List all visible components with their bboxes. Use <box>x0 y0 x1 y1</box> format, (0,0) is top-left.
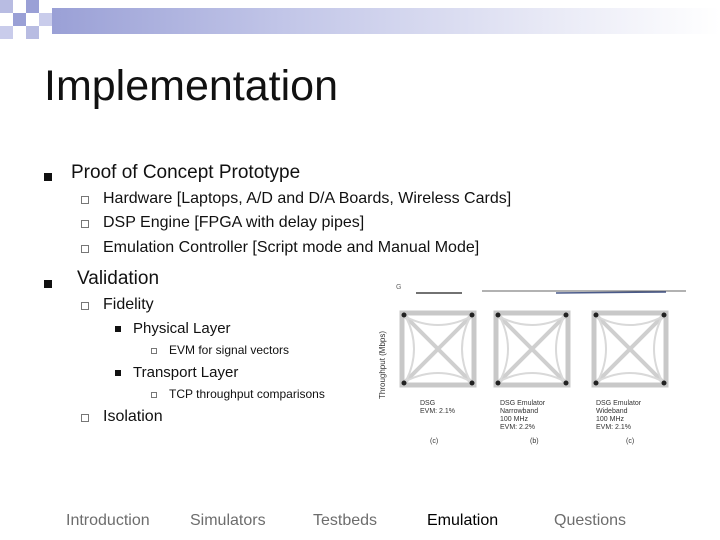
constellation-point <box>495 380 501 386</box>
decor-square <box>13 13 26 26</box>
header-decoration <box>0 0 720 44</box>
constellation-point <box>469 380 475 386</box>
panel-label-line: EVM: 2.1% <box>596 424 631 431</box>
constellation-point <box>495 312 501 318</box>
constellation-svg: G Throughput (Mbps) DSG EVM: 2.1% (c) <box>378 284 686 445</box>
plot-tick: G <box>396 284 401 291</box>
bullet-square <box>44 280 52 288</box>
panel-label-line: EVM: 2.2% <box>500 424 535 431</box>
constellation-point <box>593 312 599 318</box>
panel-traces <box>405 316 471 382</box>
nav-emulation[interactable]: Emulation <box>427 512 499 529</box>
panel-caption: (b) <box>530 438 539 445</box>
sub-bullet-box <box>81 196 89 204</box>
constellation-point <box>563 312 569 318</box>
decor-square <box>0 0 13 13</box>
decor-square <box>26 0 39 13</box>
detail-bullet-box <box>151 348 157 354</box>
decor-square <box>39 13 52 26</box>
bullet-square <box>115 326 121 332</box>
panel-traces <box>597 316 663 382</box>
panel-label-line: EVM: 2.1% <box>420 408 455 415</box>
nav-simulators[interactable]: Simulators <box>190 512 266 529</box>
panel-frame <box>591 310 669 388</box>
constellation-figure: G Throughput (Mbps) DSG EVM: 2.1% (c) <box>376 283 688 453</box>
panel-label-line: 100 MHz <box>596 416 625 423</box>
panel-caption: (c) <box>626 438 634 445</box>
bullet-square <box>115 370 121 376</box>
plot-series-line <box>555 291 667 294</box>
proof-item-controller: Emulation Controller [Script mode and Ma… <box>103 239 480 256</box>
panel-label: DSG EVM: 2.1% <box>420 400 455 415</box>
constellation-point <box>469 312 475 318</box>
nav-questions[interactable]: Questions <box>554 512 627 529</box>
constellation-point <box>563 380 569 386</box>
constellation-point <box>401 312 407 318</box>
constellation-point <box>661 380 667 386</box>
bullet-square <box>44 173 52 181</box>
fidelity-label: Fidelity <box>103 296 154 313</box>
constellation-point <box>401 380 407 386</box>
physical-layer-detail: EVM for signal vectors <box>169 343 290 357</box>
constellation-panel-3: DSG Emulator Wideband 100 MHz EVM: 2.1% … <box>591 310 669 445</box>
decor-square <box>0 26 13 39</box>
constellation-point <box>593 380 599 386</box>
panel-label: DSG Emulator Wideband 100 MHz EVM: 2.1% <box>596 400 643 431</box>
nav-introduction[interactable]: Introduction <box>66 512 150 529</box>
slide-title: Implementation <box>44 62 338 110</box>
panel-diagonals <box>594 313 666 385</box>
throughput-axis-label: Throughput (Mbps) <box>378 331 387 399</box>
panel-frame <box>399 310 477 388</box>
panel-label-line: DSG <box>420 400 435 407</box>
panel-label: DSG Emulator Narrowband 100 MHz EVM: 2.2… <box>500 400 547 431</box>
panel-label-line: Narrowband <box>500 408 538 415</box>
proof-item-hardware: Hardware [Laptops, A/D and D/A Boards, W… <box>103 190 512 207</box>
panel-label-line: Wideband <box>596 408 628 415</box>
panel-label-line: 100 MHz <box>500 416 529 423</box>
nav-testbeds[interactable]: Testbeds <box>313 512 378 529</box>
panel-frame <box>493 310 571 388</box>
header-gradient-strip <box>52 8 720 34</box>
physical-layer-label: Physical Layer <box>133 320 231 337</box>
bottom-nav: Introduction Simulators Testbeds Emulati… <box>0 512 720 538</box>
detail-bullet-box <box>151 392 157 398</box>
decor-square <box>26 26 39 39</box>
constellation-panel-2: DSG Emulator Narrowband 100 MHz EVM: 2.2… <box>493 310 571 445</box>
constellation-point <box>661 312 667 318</box>
panel-label-line: DSG Emulator <box>596 400 642 407</box>
panel-traces <box>499 316 565 382</box>
panel-caption: (c) <box>430 438 438 445</box>
panel-label-line: DSG Emulator <box>500 400 546 407</box>
proof-item-dsp: DSP Engine [FPGA with delay pipes] <box>103 214 365 231</box>
panel-diagonals <box>496 313 568 385</box>
validation-heading: Validation <box>77 268 160 289</box>
proof-heading: Proof of Concept Prototype <box>71 162 301 183</box>
throughput-plot-frame: G <box>396 284 686 294</box>
sub-bullet-box <box>81 245 89 253</box>
sub-bullet-box <box>81 302 89 310</box>
constellation-panel-1: DSG EVM: 2.1% (c) <box>399 310 477 445</box>
transport-layer-detail: TCP throughput comparisons <box>169 387 325 401</box>
transport-layer-label: Transport Layer <box>133 364 239 381</box>
sub-bullet-box <box>81 414 89 422</box>
sub-bullet-box <box>81 220 89 228</box>
isolation-label: Isolation <box>103 408 163 425</box>
panel-diagonals <box>402 313 474 385</box>
